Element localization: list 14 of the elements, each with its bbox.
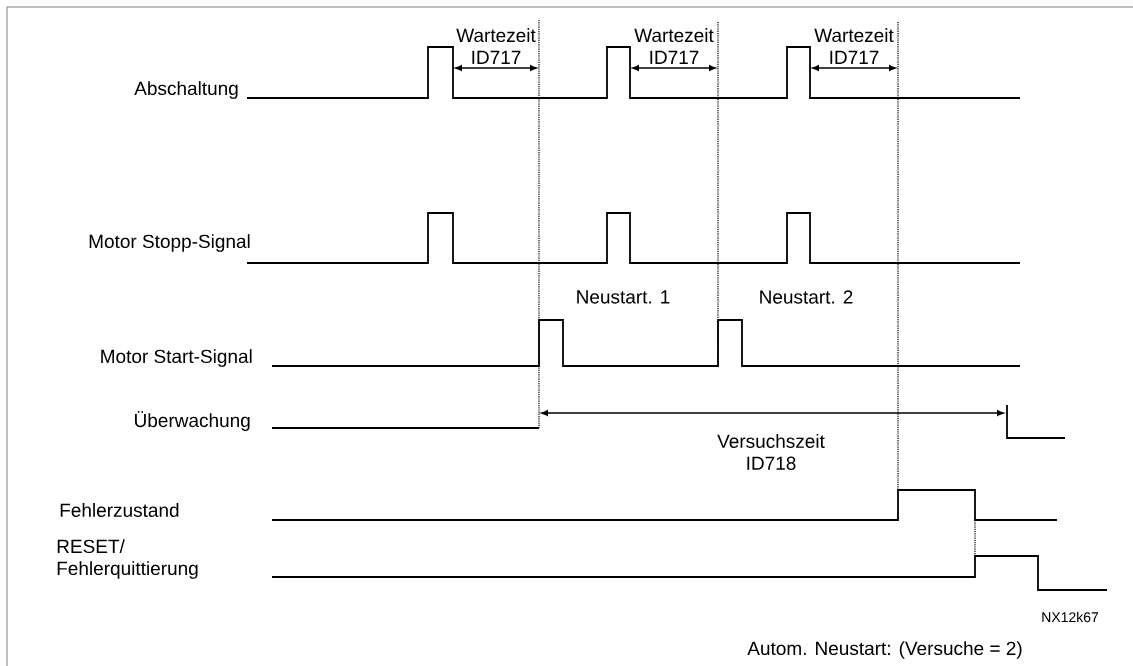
restart-label: Neustart. 1 [577, 290, 670, 304]
time-label: Versuchszeit ID718 [717, 434, 825, 470]
signal-label: Motor Start-Signal [101, 349, 252, 367]
figure-code: NX12k67 [1042, 611, 1099, 623]
signal-label: RESET/ Fehlerquittierung [57, 539, 198, 579]
time-label: Wartezeit ID717 [634, 28, 714, 64]
time-label: Wartezeit ID717 [456, 28, 536, 64]
restart-label: Neustart. 2 [760, 290, 853, 304]
signal-label: Motor Stopp-Signal [89, 234, 250, 252]
time-label: Wartezeit ID717 [814, 28, 894, 64]
signal-label: Abschaltung [134, 81, 238, 99]
caption: Autom. Neustart: (Versuche = 2) [747, 641, 1022, 659]
signal-label: Fehlerzustand [60, 503, 179, 517]
signal-label: Überwachung [135, 411, 250, 431]
